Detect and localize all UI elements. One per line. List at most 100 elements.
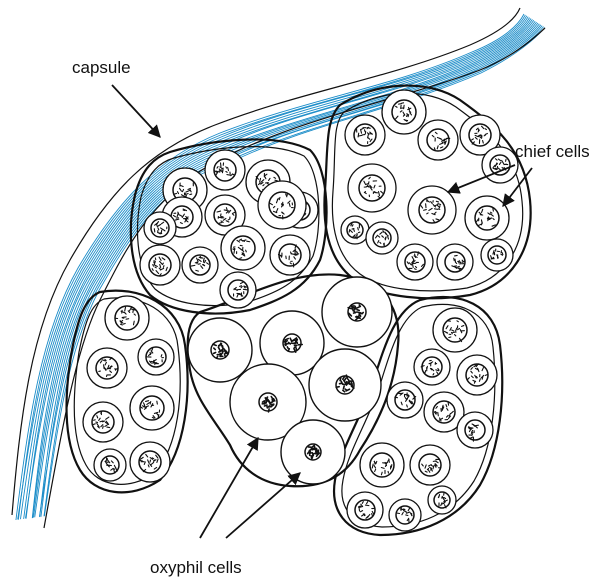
oxyphil-cells-label: oxyphil cells (150, 558, 242, 577)
chromatin-speck (158, 228, 159, 230)
nucleus (466, 364, 488, 386)
chromatin-speck (204, 258, 205, 260)
chromatin-speck (475, 425, 479, 426)
chromatin-speck (216, 357, 217, 359)
chromatin-speck (152, 348, 153, 350)
chromatin-speck (191, 265, 195, 266)
chromatin-speck (374, 461, 375, 464)
chief-cell (182, 247, 218, 283)
chromatin-speck (186, 194, 188, 195)
chromatin-speck (343, 386, 344, 389)
chromatin-speck (340, 378, 341, 381)
chromatin-speck (225, 354, 226, 357)
chromatin-speck (263, 185, 264, 186)
chromatin-speck (314, 446, 315, 449)
chromatin-speck (213, 344, 216, 345)
chromatin-speck (396, 106, 397, 107)
chief-cell (205, 150, 245, 190)
nucleus (214, 204, 236, 226)
chromatin-speck (427, 213, 428, 214)
chromatin-speck (407, 405, 408, 407)
chromatin-speck (120, 324, 122, 325)
chromatin-speck (203, 264, 204, 265)
chromatin-speck (434, 209, 437, 210)
chromatin-speck (380, 242, 381, 243)
chromatin-speck (244, 254, 245, 256)
chief-cell (144, 212, 176, 244)
chromatin-speck (161, 355, 162, 357)
chromatin-speck (438, 496, 439, 498)
nucleus (395, 390, 415, 410)
chief-cell (130, 442, 170, 482)
chromatin-speck (174, 193, 176, 194)
chromatin-speck (226, 167, 227, 168)
chromatin-speck (163, 263, 164, 264)
chromatin-speck (424, 210, 427, 211)
chromatin-speck (275, 180, 277, 181)
chromatin-speck (312, 453, 313, 456)
chromatin-speck (368, 182, 369, 184)
chief-cell (457, 355, 497, 395)
chromatin-speck (270, 404, 274, 405)
chief-cell (221, 226, 265, 270)
chromatin-speck (190, 194, 192, 195)
oxyphil-cell (281, 420, 345, 484)
chromatin-speck (414, 269, 416, 270)
chromatin-speck (291, 343, 295, 344)
chromatin-speck (381, 472, 382, 475)
capsule-arrow (112, 85, 160, 137)
chromatin-speck (444, 142, 445, 144)
chromatin-speck (442, 406, 443, 409)
chromatin-speck (294, 347, 296, 348)
chromatin-speck (484, 135, 485, 136)
chromatin-speck (214, 348, 215, 349)
chief-cell (345, 115, 385, 155)
chromatin-speck (153, 265, 154, 267)
chromatin-speck (225, 353, 228, 354)
chromatin-speck (150, 402, 151, 404)
chromatin-speck (357, 310, 359, 311)
chromatin-speck (264, 405, 267, 406)
chief-cell (433, 308, 477, 352)
chief-cell (270, 235, 310, 275)
chromatin-speck (405, 511, 407, 512)
chromatin-speck (438, 412, 439, 415)
chief-cell (341, 216, 369, 244)
nucleus (355, 500, 375, 520)
chief-cell (347, 492, 383, 528)
chromatin-speck (352, 225, 353, 226)
oxyphil-arrow-2 (226, 473, 300, 538)
chromatin-speck (367, 186, 370, 187)
chromatin-speck (354, 312, 357, 313)
chromatin-speck (389, 459, 390, 462)
oxyphil-arrow-1 (200, 438, 258, 538)
chromatin-speck (358, 232, 359, 233)
chief-cell (258, 181, 306, 229)
chromatin-speck (355, 236, 356, 237)
chromatin-speck (436, 219, 439, 220)
chromatin-speck (195, 262, 197, 263)
chromatin-speck (358, 133, 359, 137)
oxyphil-cell (309, 349, 381, 421)
chief-cell (481, 239, 513, 271)
chromatin-speck (451, 332, 452, 333)
chromatin-speck (103, 426, 104, 428)
chromatin-speck (115, 369, 116, 371)
chief-cell (220, 272, 256, 308)
chromatin-speck (458, 261, 461, 262)
chromatin-speck (364, 192, 365, 193)
chromatin-speck (148, 465, 149, 467)
chromatin-speck (226, 172, 227, 173)
chromatin-speck (224, 351, 226, 352)
chromatin-speck (265, 177, 266, 179)
chromatin-speck (163, 266, 164, 268)
chromatin-speck (354, 229, 355, 231)
chief-cells-label: chief cells (515, 142, 590, 161)
chromatin-speck (269, 409, 270, 412)
chromatin-speck (146, 401, 149, 402)
chromatin-speck (367, 128, 370, 129)
chromatin-speck (262, 401, 264, 402)
chromatin-speck (160, 233, 162, 234)
chief-cell (428, 486, 456, 514)
oxyphil-cell (188, 318, 252, 382)
